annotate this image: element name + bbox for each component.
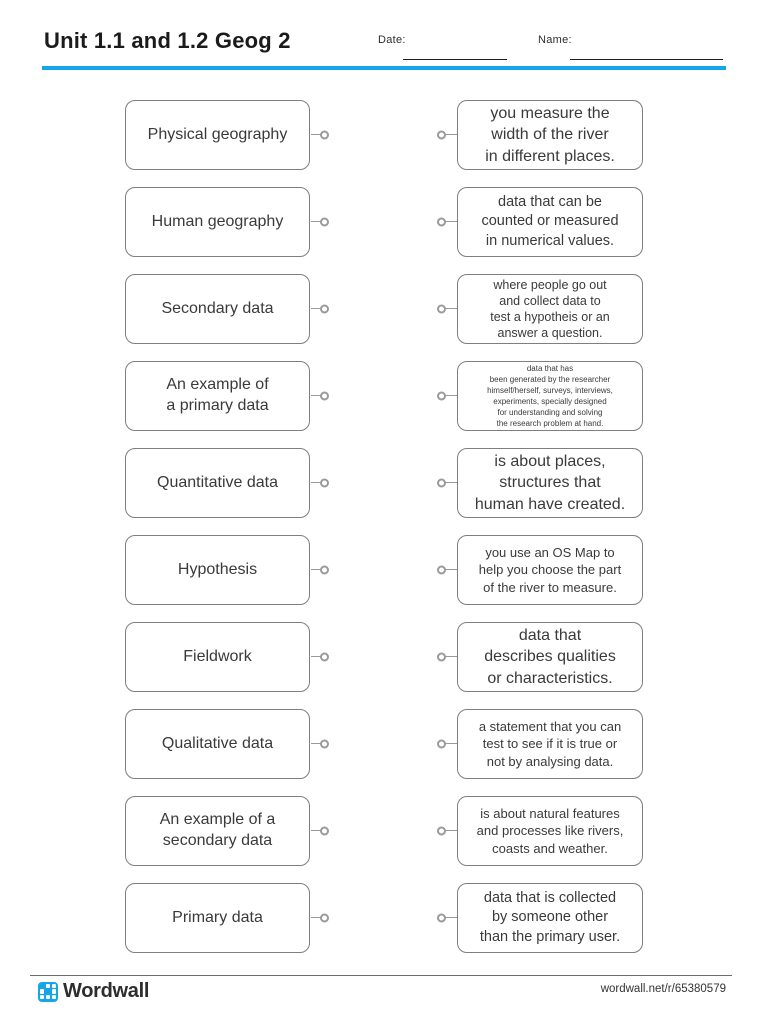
term-card: Quantitative data xyxy=(125,448,310,518)
connector-line xyxy=(311,482,322,483)
connector-dot xyxy=(320,304,329,314)
term-card: An example of a secondary data xyxy=(125,796,310,866)
connector-dot xyxy=(320,913,329,923)
connector-line xyxy=(445,308,457,309)
term-card: Human geography xyxy=(125,187,310,257)
definition-card: data that has been generated by the rese… xyxy=(457,361,643,431)
footer-divider xyxy=(30,975,732,976)
footer-url: wordwall.net/r/65380579 xyxy=(600,983,726,995)
pair-row: Qualitative data a statement that you ca… xyxy=(0,709,768,779)
term-card: Qualitative data xyxy=(125,709,310,779)
term-card: Hypothesis xyxy=(125,535,310,605)
header-accent-rule xyxy=(42,66,726,70)
wordwall-logo-icon xyxy=(38,981,58,1002)
connector-dot xyxy=(437,304,446,314)
pair-row: An example of a primary data data that h… xyxy=(0,361,768,431)
term-card: Fieldwork xyxy=(125,622,310,692)
connector-line xyxy=(445,743,457,744)
connector-dot xyxy=(320,130,329,140)
page-title: Unit 1.1 and 1.2 Geog 2 xyxy=(44,28,291,53)
definition-card: where people go out and collect data to … xyxy=(457,274,643,344)
pair-row: Fieldwork data that describes qualities … xyxy=(0,622,768,692)
connector-line xyxy=(311,308,322,309)
connector-line xyxy=(445,917,457,918)
definition-card: you measure the width of the river in di… xyxy=(457,100,643,170)
pair-row: Human geography data that can be counted… xyxy=(0,187,768,257)
connector-line xyxy=(445,482,457,483)
definition-card: you use an OS Map to help you choose the… xyxy=(457,535,643,605)
definition-card: is about natural features and processes … xyxy=(457,796,643,866)
pair-row: Physical geography you measure the width… xyxy=(0,100,768,170)
connector-line xyxy=(311,743,322,744)
connector-line xyxy=(445,134,457,135)
term-card: Physical geography xyxy=(125,100,310,170)
connector-line xyxy=(445,395,457,396)
connector-line xyxy=(311,221,322,222)
pair-row: Hypothesis you use an OS Map to help you… xyxy=(0,535,768,605)
connector-dot xyxy=(437,913,446,923)
connector-line xyxy=(311,569,322,570)
connector-line xyxy=(311,656,322,657)
connector-dot xyxy=(437,130,446,140)
connector-line xyxy=(311,395,322,396)
name-blank-line xyxy=(570,59,723,60)
connector-dot xyxy=(320,739,329,749)
connector-dot xyxy=(437,478,446,488)
connector-line xyxy=(311,917,322,918)
pair-row: Primary data data that is collected by s… xyxy=(0,883,768,953)
term-card: An example of a primary data xyxy=(125,361,310,431)
matching-board: Physical geography you measure the width… xyxy=(0,100,768,953)
connector-dot xyxy=(320,217,329,227)
definition-card: data that describes qualities or charact… xyxy=(457,622,643,692)
connector-dot xyxy=(320,826,329,836)
connector-dot xyxy=(320,565,329,575)
definition-card: a statement that you can test to see if … xyxy=(457,709,643,779)
connector-line xyxy=(311,830,322,831)
connector-line xyxy=(445,830,457,831)
connector-dot xyxy=(320,391,329,401)
definition-card: is about places, structures that human h… xyxy=(457,448,643,518)
connector-line xyxy=(311,134,322,135)
date-label: Date: xyxy=(378,34,406,46)
connector-dot xyxy=(320,652,329,662)
connector-line xyxy=(445,569,457,570)
definition-card: data that is collected by someone other … xyxy=(457,883,643,953)
connector-dot xyxy=(437,826,446,836)
connector-line xyxy=(445,221,457,222)
name-label: Name: xyxy=(538,34,572,46)
pair-row: An example of a secondary data is about … xyxy=(0,796,768,866)
wordwall-brand: Wordwall xyxy=(38,980,149,1003)
connector-line xyxy=(445,656,457,657)
definition-card: data that can be counted or measured in … xyxy=(457,187,643,257)
pair-row: Quantitative data is about places, struc… xyxy=(0,448,768,518)
connector-dot xyxy=(437,739,446,749)
connector-dot xyxy=(437,652,446,662)
wordwall-logo-text: Wordwall xyxy=(63,980,150,1002)
connector-dot xyxy=(437,391,446,401)
pair-row: Secondary data where people go out and c… xyxy=(0,274,768,344)
term-card: Primary data xyxy=(125,883,310,953)
connector-dot xyxy=(437,217,446,227)
connector-dot xyxy=(320,478,329,488)
connector-dot xyxy=(437,565,446,575)
date-blank-line xyxy=(403,59,507,60)
term-card: Secondary data xyxy=(125,274,310,344)
